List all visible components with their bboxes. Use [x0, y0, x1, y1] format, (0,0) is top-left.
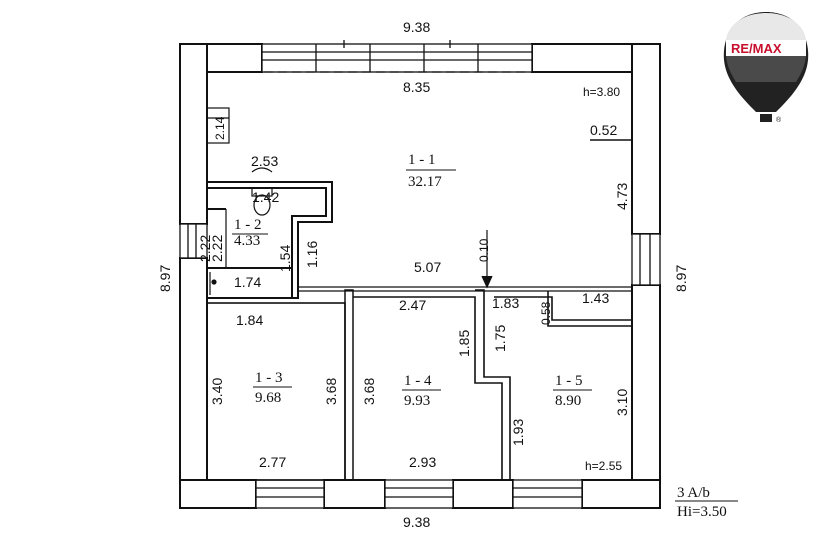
dimension-labels: 9.38 8.35 9.38 8.97 8.97 h=3.80 h=2.55 0… [157, 19, 689, 530]
dim-partition-offset: 0.10 [477, 238, 491, 262]
dim-top-outer: 9.38 [403, 19, 430, 35]
room-1-5-id: 1 - 5 [555, 373, 583, 389]
windows [179, 40, 661, 509]
dim-room3-left: 3.40 [209, 378, 225, 405]
dim-bath-side: 1.16 [304, 241, 320, 268]
dim-height-main: h=3.80 [583, 85, 620, 99]
room-1-1-id: 1 - 1 [408, 152, 436, 168]
dim-left-outer: 8.97 [157, 265, 173, 292]
dim-stair-small: 1.83 [492, 295, 519, 311]
room-1-4-area: 9.93 [404, 393, 430, 409]
fixtures [206, 107, 493, 295]
dim-height-room5: h=2.55 [585, 459, 622, 473]
dim-room5-left-upper: 1.75 [492, 325, 508, 352]
dim-closet-area: 1.74 [234, 274, 261, 290]
dim-bath-inner: 1.42 [252, 189, 279, 205]
dim-room3-right: 3.68 [323, 378, 339, 405]
remax-logo: RE/MAX ® [723, 12, 809, 124]
toilet-icon [253, 194, 271, 216]
plan-stamp: 3 A/b Hi=3.50 [675, 485, 738, 520]
room-labels: 1 - 1 32.17 1 - 2 4.33 1 - 3 9.68 1 - 4 … [232, 152, 592, 409]
dim-right-outer: 8.97 [673, 265, 689, 292]
stamp-line2: Hi=3.50 [677, 504, 727, 520]
dim-top-inner: 8.35 [403, 79, 430, 95]
dim-room4-right-upper: 1.85 [456, 330, 472, 357]
dim-bottom-outer: 9.38 [403, 514, 430, 530]
registered-mark: ® [776, 116, 782, 124]
dim-room5-right: 3.10 [614, 389, 630, 416]
stamp-line1: 3 A/b [677, 485, 710, 501]
dim-bath-width: 2.53 [251, 153, 278, 169]
room-1-1-area: 32.17 [408, 174, 442, 190]
room-1-2-area: 4.33 [234, 233, 260, 249]
dim-room4-left: 3.68 [361, 378, 377, 405]
interior-walls [206, 139, 632, 481]
dim-bath-left-b: 2.22 [197, 235, 213, 262]
room-1-3-id: 1 - 3 [255, 370, 283, 386]
dim-top-left-fixture: 2.14 [213, 116, 227, 140]
outer-walls [179, 43, 661, 509]
dim-room4-top: 2.47 [399, 297, 426, 313]
dim-room5-top: 1.43 [582, 290, 609, 306]
dim-bath-left-a: 2.22 [209, 235, 225, 262]
dim-bath-depth: 1.54 [277, 245, 293, 272]
room-1-2-id: 1 - 2 [234, 217, 262, 233]
room-1-3-area: 9.68 [255, 390, 281, 406]
dim-right-wall-segment: 4.73 [614, 183, 630, 210]
dim-room5-left-lower: 1.93 [510, 419, 526, 446]
logo-text: RE/MAX [731, 41, 782, 56]
dim-room5-notch: 0.58 [539, 301, 553, 325]
dim-room3-bottom: 2.77 [259, 454, 286, 470]
dim-corridor-width: 5.07 [414, 259, 441, 275]
room-1-4-id: 1 - 4 [404, 373, 432, 389]
room-1-5-area: 8.90 [555, 393, 581, 409]
dim-room4-bottom: 2.93 [409, 454, 436, 470]
dim-right-wall-thickness: 0.52 [590, 122, 617, 138]
dim-room3-top: 1.84 [236, 312, 263, 328]
